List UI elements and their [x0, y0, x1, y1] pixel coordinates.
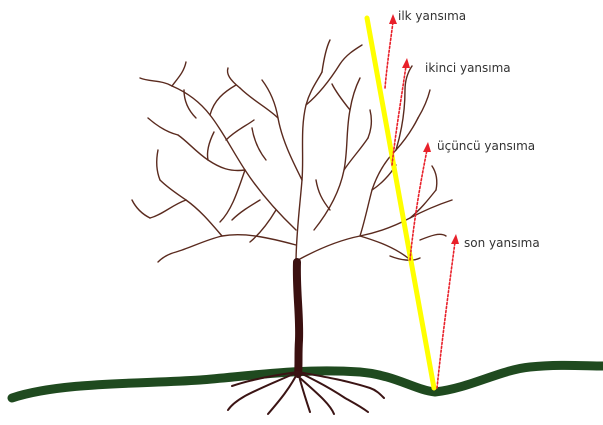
- reflection-ray-third: [410, 150, 427, 260]
- arrowhead-first: [389, 14, 397, 24]
- reflection-ray-last: [437, 242, 455, 388]
- reflection-rays: [385, 22, 455, 388]
- label-second-reflection: ikinci yansıma: [425, 62, 511, 74]
- label-third-reflection: üçüncü yansıma: [437, 140, 535, 152]
- arrowhead-last: [451, 234, 459, 244]
- arrowhead-third: [423, 142, 431, 152]
- tree-trunk: [297, 262, 299, 374]
- label-first-reflection: ilk yansıma: [398, 10, 466, 22]
- incident-light-beam: [367, 18, 434, 388]
- ground-line: [12, 365, 603, 398]
- reflection-ray-first: [385, 22, 393, 88]
- arrowhead-second: [402, 58, 410, 68]
- label-last-reflection: son yansıma: [464, 237, 540, 249]
